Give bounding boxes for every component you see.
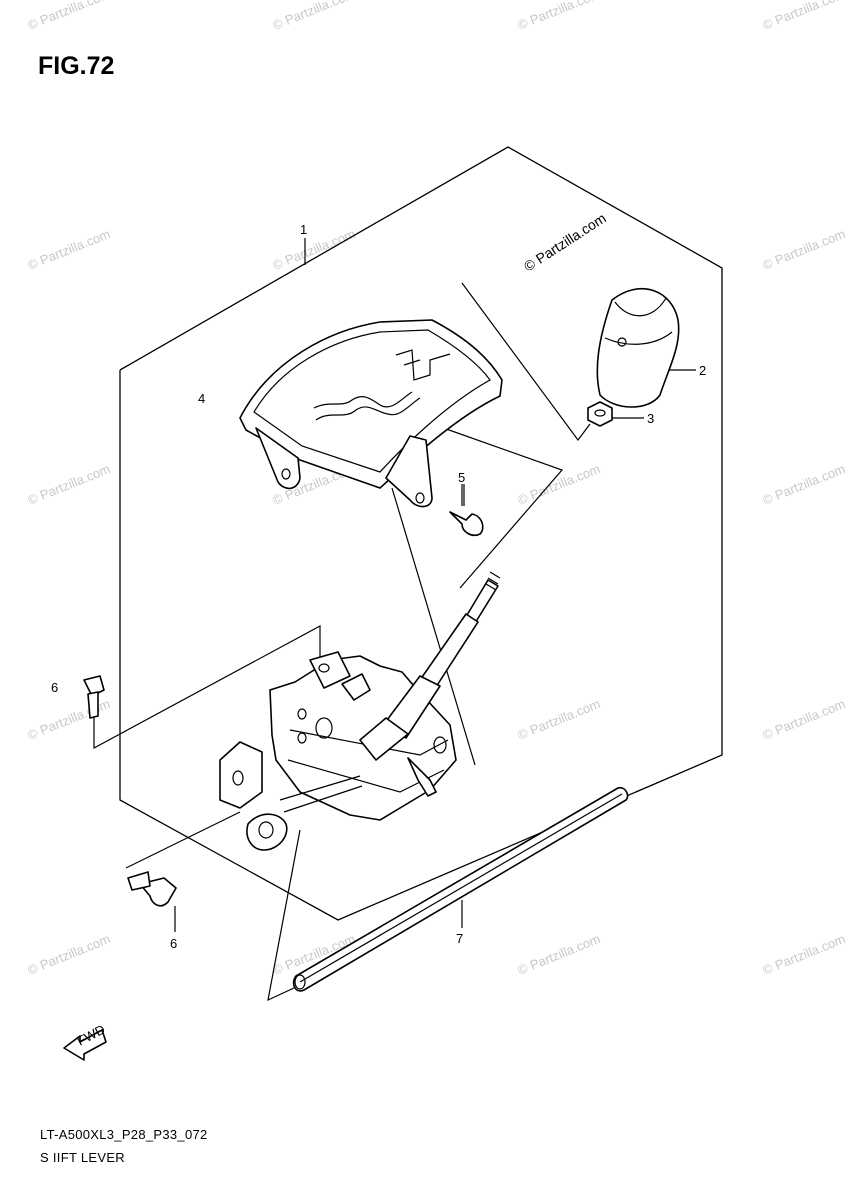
bolt-6-guide-line: [93, 624, 321, 750]
shift-rod: [359, 571, 501, 761]
watermark-text: © Partzilla.com: [26, 696, 113, 743]
watermark-text: © Partzilla.com: [516, 931, 603, 978]
nut: [587, 401, 613, 427]
fwd-arrow-icon: FWD: [63, 1022, 108, 1061]
watermark-text: © Partzilla.com: [26, 461, 113, 508]
rod-guide-line: [434, 424, 564, 589]
callout-6b: 6: [170, 936, 177, 951]
callout-4: 4: [198, 391, 205, 406]
watermark-text: © Partzilla.com: [271, 0, 358, 33]
watermark-prominent: © Partzilla.com: [521, 210, 609, 275]
watermark-text: © Partzilla.com: [761, 931, 846, 978]
watermark-text: © Partzilla.com: [26, 226, 113, 273]
watermark-text: © Partzilla.com: [516, 461, 603, 508]
watermark-layer: © Partzilla.com © Partzilla.com © Partzi…: [26, 0, 846, 978]
shift-rod-7: [292, 786, 629, 992]
callout-7: 7: [456, 931, 463, 946]
watermark-text: © Partzilla.com: [761, 461, 846, 508]
assembly-outline: [119, 146, 723, 921]
shift-gate-cover: [239, 319, 503, 508]
shift-knob: [596, 287, 680, 408]
drawing-code: LT-A500XL3_P28_P33_072: [40, 1127, 208, 1142]
callout-2: 2: [699, 363, 706, 378]
knob-guide-line: [461, 282, 591, 442]
watermark-text: © Partzilla.com: [26, 0, 113, 33]
gate-guide-line: [391, 487, 476, 766]
watermark-text: © Partzilla.com: [516, 0, 603, 33]
watermark-text: © Partzilla.com: [516, 696, 603, 743]
bolt-6a: [83, 675, 105, 719]
figure-title: FIG.72: [38, 52, 115, 80]
drawing-caption: S IIFT LEVER: [40, 1150, 125, 1165]
watermark-text: © Partzilla.com: [761, 0, 846, 33]
bolt-5: [449, 484, 484, 537]
watermark-text: © Partzilla.com: [271, 226, 358, 273]
watermark-text: © Partzilla.com: [26, 931, 113, 978]
watermark-text: © Partzilla.com: [761, 226, 846, 273]
callout-3: 3: [647, 411, 654, 426]
callout-1: 1: [300, 222, 307, 237]
callout-6a: 6: [51, 680, 58, 695]
callout-5: 5: [458, 470, 465, 485]
bolt-6b-guide-line: [125, 811, 241, 869]
watermark-text: © Partzilla.com: [761, 696, 846, 743]
bolt-6b: [127, 871, 177, 907]
